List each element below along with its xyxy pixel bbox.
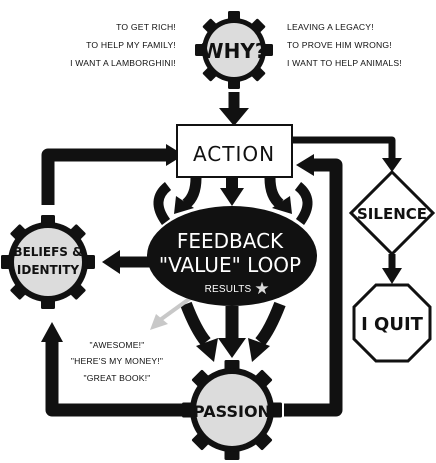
gear-tooth bbox=[254, 432, 273, 451]
results-label: RESULTS bbox=[205, 284, 252, 295]
feedback-line2: "VALUE" LOOP bbox=[159, 253, 301, 277]
arrow-action-to-feedback-right bbox=[264, 177, 284, 209]
quit-label: I QUIT bbox=[361, 314, 424, 335]
quote-2: "HERE'S MY MONEY!" bbox=[71, 356, 163, 366]
arrowhead-action-to-feedback-right bbox=[272, 196, 292, 214]
arrowhead-feedback-to-passion-right bbox=[248, 338, 270, 362]
arrowhead-passion-to-beliefs bbox=[41, 322, 63, 342]
arrow-action-to-feedback-left bbox=[182, 177, 202, 209]
arrowhead-feedback-to-passion-center bbox=[218, 338, 246, 358]
arrowhead-feedback-to-beliefs bbox=[102, 250, 120, 274]
action-label: ACTION bbox=[193, 142, 275, 166]
gear-tooth bbox=[10, 224, 27, 241]
gear-tooth bbox=[69, 224, 86, 241]
gear-tooth bbox=[254, 369, 273, 388]
action-box: ACTION bbox=[176, 124, 293, 178]
silence-node: SILENCE bbox=[348, 169, 436, 257]
why-label: WHY? bbox=[202, 39, 267, 63]
arrowhead-passion-to-action bbox=[296, 154, 314, 176]
reason-right-2: TO PROVE HIM WRONG! bbox=[287, 40, 392, 50]
gear-tooth bbox=[191, 369, 210, 388]
why-reasons-right: LEAVING A LEGACY! TO PROVE HIM WRONG! I … bbox=[287, 22, 402, 68]
feedback-line1: FEEDBACK bbox=[177, 229, 284, 253]
feedback-loop-node: FEEDBACK "VALUE" LOOP RESULTS ★ bbox=[147, 206, 317, 306]
arrowhead-action-to-feedback-center bbox=[220, 188, 244, 206]
passion-label: PASSION bbox=[193, 402, 271, 421]
silence-label: SILENCE bbox=[357, 205, 427, 223]
quote-1: "AWESOME!" bbox=[89, 340, 144, 350]
arrow-feedback-to-passion-right bbox=[255, 301, 286, 346]
reason-left-3: I WANT A LAMBORGHINI! bbox=[70, 58, 176, 68]
arrowhead-feedback-to-passion-left bbox=[196, 338, 218, 362]
why-gear: WHY? bbox=[195, 11, 273, 89]
gear-tooth bbox=[69, 283, 86, 300]
beliefs-line2: IDENTITY bbox=[17, 263, 80, 277]
beliefs-line1: BELIEFS & bbox=[13, 245, 82, 259]
quit-node: I QUIT bbox=[352, 283, 432, 363]
arrow-passion-to-action bbox=[284, 158, 343, 417]
arrow-beliefs-to-action bbox=[41, 148, 170, 205]
reason-right-1: LEAVING A LEGACY! bbox=[287, 22, 374, 32]
reason-left-1: TO GET RICH! bbox=[116, 22, 176, 32]
reason-right-3: I WANT TO HELP ANIMALS! bbox=[287, 58, 402, 68]
arrow-action-to-silence bbox=[292, 136, 396, 160]
passion-gear: PASSION bbox=[182, 360, 282, 460]
reason-left-2: TO HELP MY FAMILY! bbox=[86, 40, 176, 50]
arrowhead-action-to-feedback-left bbox=[174, 196, 194, 214]
gear-tooth bbox=[191, 432, 210, 451]
gear-tooth bbox=[10, 283, 27, 300]
arrowhead-silence-to-quit bbox=[382, 268, 402, 284]
arrowhead-action-to-silence bbox=[382, 158, 402, 172]
arrow-feedback-to-passion-left bbox=[180, 301, 211, 346]
quotes: "AWESOME!" "HERE'S MY MONEY!" "GREAT BOO… bbox=[71, 340, 163, 383]
why-reasons-left: TO GET RICH! TO HELP MY FAMILY! I WANT A… bbox=[70, 22, 176, 68]
quote-3: "GREAT BOOK!" bbox=[83, 373, 150, 383]
arrow-passion-to-beliefs bbox=[45, 340, 186, 417]
beliefs-gear: BELIEFS & IDENTITY bbox=[1, 215, 95, 309]
arrow-feedback-to-action-left bbox=[153, 182, 172, 225]
arrowhead-why-to-action bbox=[219, 108, 249, 126]
connectors bbox=[41, 92, 402, 417]
star-icon: ★ bbox=[254, 279, 269, 299]
arrow-feedback-to-action-right bbox=[294, 182, 313, 225]
arrowhead-beliefs-to-action bbox=[166, 144, 184, 166]
